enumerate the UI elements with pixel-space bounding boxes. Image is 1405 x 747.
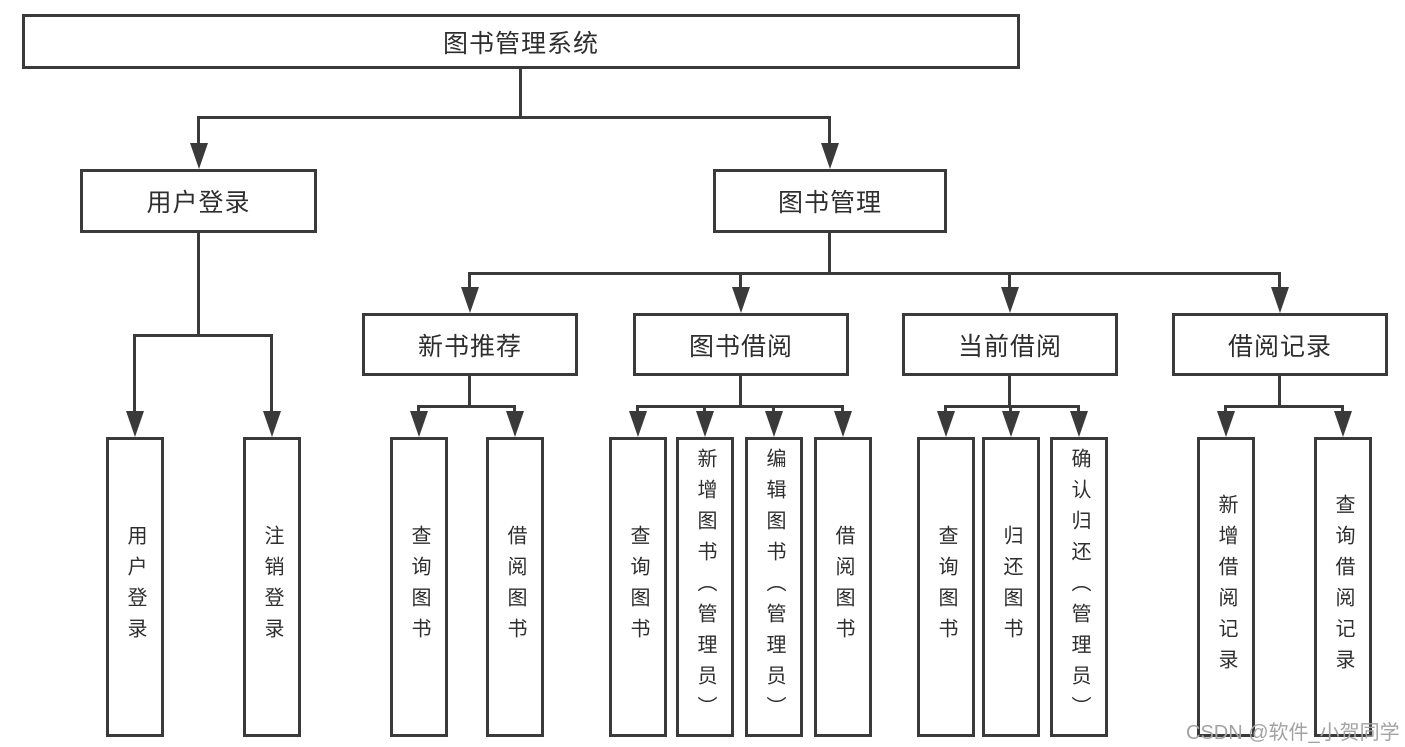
arrow-down-icon [732, 287, 750, 313]
leaf-borrow-book-label: 借阅图书 [832, 525, 854, 649]
leaf-borrow-add-book: 新增图书（管理员） [676, 437, 734, 737]
leaf-borrow-add-book-label: 新增图书（管理员） [694, 447, 716, 727]
connector-current-borrow-stem [1008, 376, 1011, 406]
arrow-down-icon [765, 411, 783, 437]
connector-drop-leaf-login [133, 334, 136, 412]
leaf-user-login: 用户登录 [106, 437, 164, 737]
node-book-borrow-label: 图书借阅 [688, 332, 793, 361]
leaf-newbooks-query: 查询图书 [390, 437, 448, 737]
leaf-records-add: 新增借阅记录 [1197, 437, 1255, 737]
leaf-records-query-label: 查询借阅记录 [1332, 494, 1354, 680]
arrow-down-icon [821, 143, 839, 169]
node-user-login: 用户登录 [80, 169, 317, 233]
arrow-down-icon [190, 143, 208, 169]
connector-drop [636, 405, 639, 413]
connector-current-borrow-bar [944, 405, 1080, 408]
node-library-system-label: 图书管理系统 [442, 29, 599, 58]
leaf-records-query: 查询借阅记录 [1314, 437, 1372, 737]
connector-drop [417, 405, 420, 413]
leaf-current-confirm-return: 确认归还（管理员） [1050, 437, 1108, 737]
connector-drop-user-login [197, 116, 200, 145]
connector-drop [1341, 405, 1344, 413]
node-borrow-records: 借阅记录 [1172, 313, 1388, 376]
leaf-newbooks-borrow: 借阅图书 [486, 437, 544, 737]
arrow-down-icon [410, 411, 428, 437]
connector-drop [1224, 405, 1227, 413]
node-current-borrow-label: 当前借阅 [957, 332, 1062, 361]
arrow-down-icon [126, 411, 144, 437]
connector-drop-new-books [468, 272, 471, 289]
arrow-down-icon [1070, 411, 1088, 437]
leaf-borrow-book: 借阅图书 [814, 437, 872, 737]
arrow-down-icon [506, 411, 524, 437]
arrow-down-icon [834, 411, 852, 437]
connector-drop [772, 405, 775, 413]
connector-book-borrow-bar [636, 405, 844, 408]
connector-drop-book-mgmt [828, 116, 831, 145]
connector-drop [944, 405, 947, 413]
arrow-down-icon [263, 411, 281, 437]
leaf-borrow-query: 查询图书 [609, 437, 667, 737]
arrow-down-icon [937, 411, 955, 437]
connector-login-stem [197, 233, 200, 337]
connector-drop-borrow-records [1278, 272, 1281, 289]
leaf-current-confirm-return-label: 确认归还（管理员） [1068, 447, 1090, 727]
leaf-current-query: 查询图书 [917, 437, 975, 737]
node-borrow-records-label: 借阅记录 [1227, 332, 1332, 361]
connector-drop [1077, 405, 1080, 413]
connector-drop [1009, 405, 1012, 413]
arrow-down-icon [1002, 411, 1020, 437]
arrow-down-icon [1271, 287, 1289, 313]
connector-drop [513, 405, 516, 413]
leaf-newbooks-borrow-label: 借阅图书 [504, 525, 526, 649]
connector-drop [703, 405, 706, 413]
connector-mgmt-bar [468, 272, 1281, 275]
leaf-newbooks-query-label: 查询图书 [408, 525, 430, 649]
connector-drop-book-borrow [739, 272, 742, 289]
leaf-borrow-edit-book-label: 编辑图书（管理员） [763, 447, 785, 727]
connector-drop-leaf-logout [270, 334, 273, 412]
node-current-borrow: 当前借阅 [902, 313, 1118, 376]
leaf-user-login-label: 用户登录 [124, 525, 146, 649]
connector-borrow-records-bar [1224, 405, 1344, 408]
connector-mgmt-stem [828, 233, 831, 274]
connector-root-bar [197, 116, 831, 119]
leaf-logout: 注销登录 [243, 437, 301, 737]
connector-new-books-bar [417, 405, 516, 408]
node-book-borrow: 图书借阅 [633, 313, 849, 376]
leaf-current-return: 归还图书 [982, 437, 1040, 737]
csdn-watermark: CSDN @软件_小贺同学 [1186, 722, 1400, 744]
connector-root-stem [519, 69, 522, 117]
leaf-borrow-query-label: 查询图书 [627, 525, 649, 649]
node-book-mgmt: 图书管理 [713, 169, 947, 233]
arrow-down-icon [461, 287, 479, 313]
connector-login-bar [133, 334, 273, 337]
connector-new-books-stem [468, 376, 471, 406]
leaf-current-query-label: 查询图书 [935, 525, 957, 649]
arrow-down-icon [1334, 411, 1352, 437]
node-library-system: 图书管理系统 [22, 14, 1020, 69]
leaf-records-add-label: 新增借阅记录 [1215, 494, 1237, 680]
connector-drop-current-borrow [1008, 272, 1011, 289]
leaf-logout-label: 注销登录 [261, 525, 283, 649]
arrow-down-icon [696, 411, 714, 437]
connector-borrow-records-stem [1278, 376, 1281, 406]
node-book-mgmt-label: 图书管理 [777, 189, 882, 217]
arrow-down-icon [1217, 411, 1235, 437]
arrow-down-icon [1001, 287, 1019, 313]
connector-book-borrow-stem [739, 376, 742, 406]
arrow-down-icon [629, 411, 647, 437]
connector-drop [841, 405, 844, 413]
node-new-books-label: 新书推荐 [417, 332, 522, 361]
leaf-borrow-edit-book: 编辑图书（管理员） [745, 437, 803, 737]
node-user-login-label: 用户登录 [146, 189, 251, 217]
node-new-books: 新书推荐 [362, 313, 578, 376]
leaf-current-return-label: 归还图书 [1000, 525, 1022, 649]
